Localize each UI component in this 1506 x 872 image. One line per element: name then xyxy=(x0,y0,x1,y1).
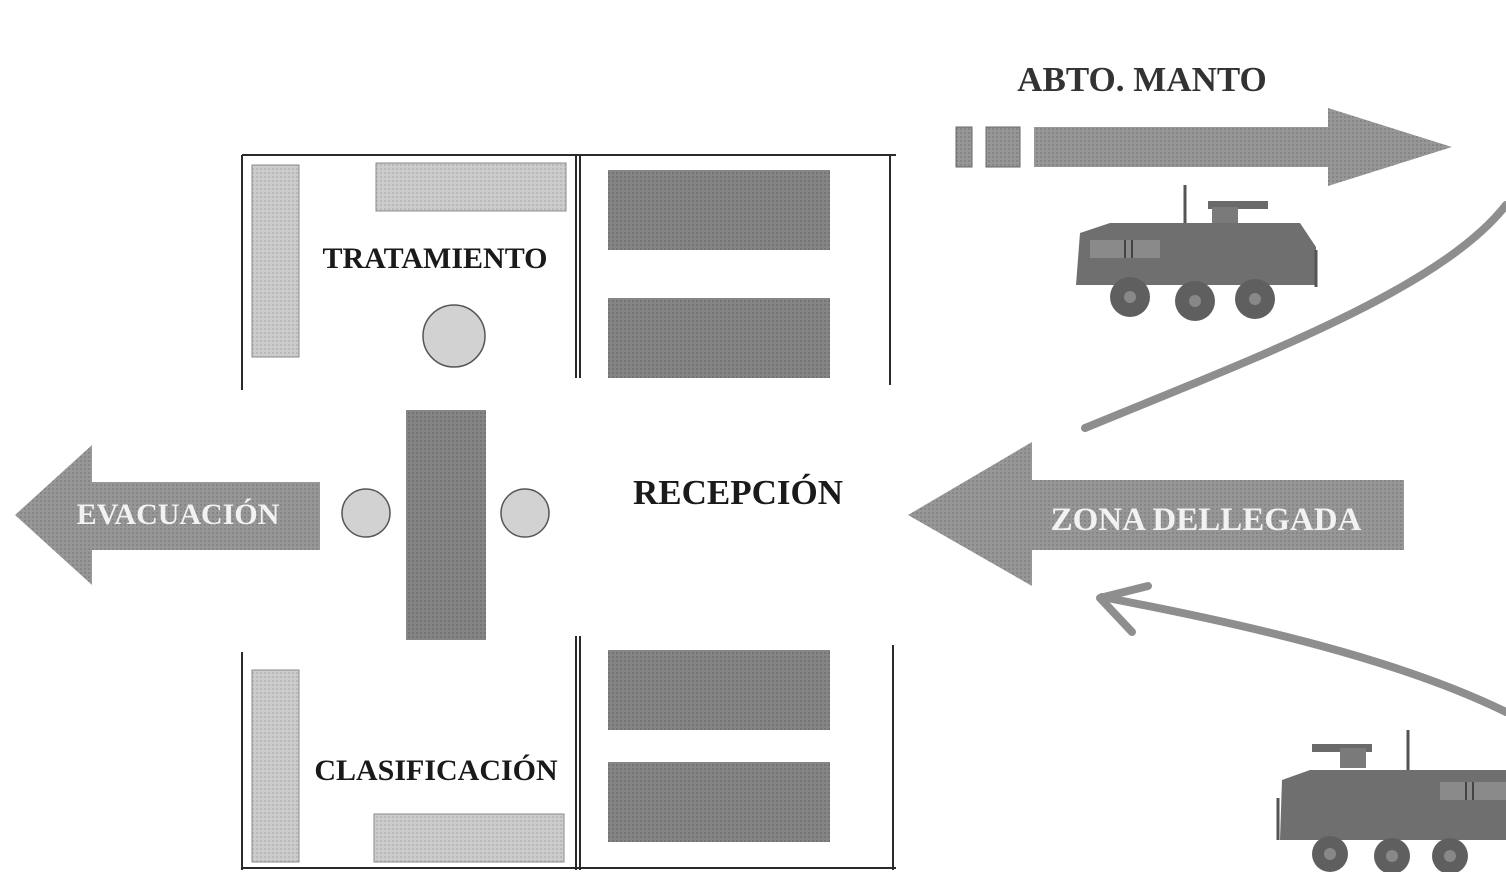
treatment-wide-block xyxy=(375,162,567,212)
treatment-circle xyxy=(422,304,486,368)
reception-block-4 xyxy=(608,762,830,842)
treatment-tall-block xyxy=(251,164,300,358)
arrival-zone-label: ZONA DELLEGADA xyxy=(1051,502,1362,538)
arrival-zone-arrow: ZONA DELLEGADA xyxy=(908,442,1404,586)
classification-room xyxy=(241,636,896,870)
treatment-label: TRATAMIENTO xyxy=(322,242,547,275)
evacuation-label: EVACUACIÓN xyxy=(77,498,280,531)
return-curve-lower xyxy=(1098,593,1506,716)
reception-block-3 xyxy=(608,650,830,730)
right-circle xyxy=(500,488,550,538)
armored-vehicle-icon xyxy=(1076,185,1318,321)
return-arrowhead xyxy=(1096,582,1152,636)
return-curve-upper xyxy=(1081,201,1506,432)
reception-block-2 xyxy=(608,298,830,378)
classification-label: CLASIFICACIÓN xyxy=(314,754,558,787)
classification-wide-block xyxy=(373,813,565,863)
classification-tall-block xyxy=(251,669,300,863)
maintenance-label: ABTO. MANTO xyxy=(1017,60,1267,99)
reception-label: RECEPCIÓN xyxy=(633,472,843,512)
treatment-room xyxy=(241,154,896,390)
central-divider-block xyxy=(406,410,486,640)
armored-vehicle-icon xyxy=(1276,730,1506,872)
maintenance-arrow xyxy=(955,108,1452,186)
reception-block-1 xyxy=(608,170,830,250)
left-circle xyxy=(341,488,391,538)
evacuation-arrow: EVACUACIÓN xyxy=(15,445,320,585)
